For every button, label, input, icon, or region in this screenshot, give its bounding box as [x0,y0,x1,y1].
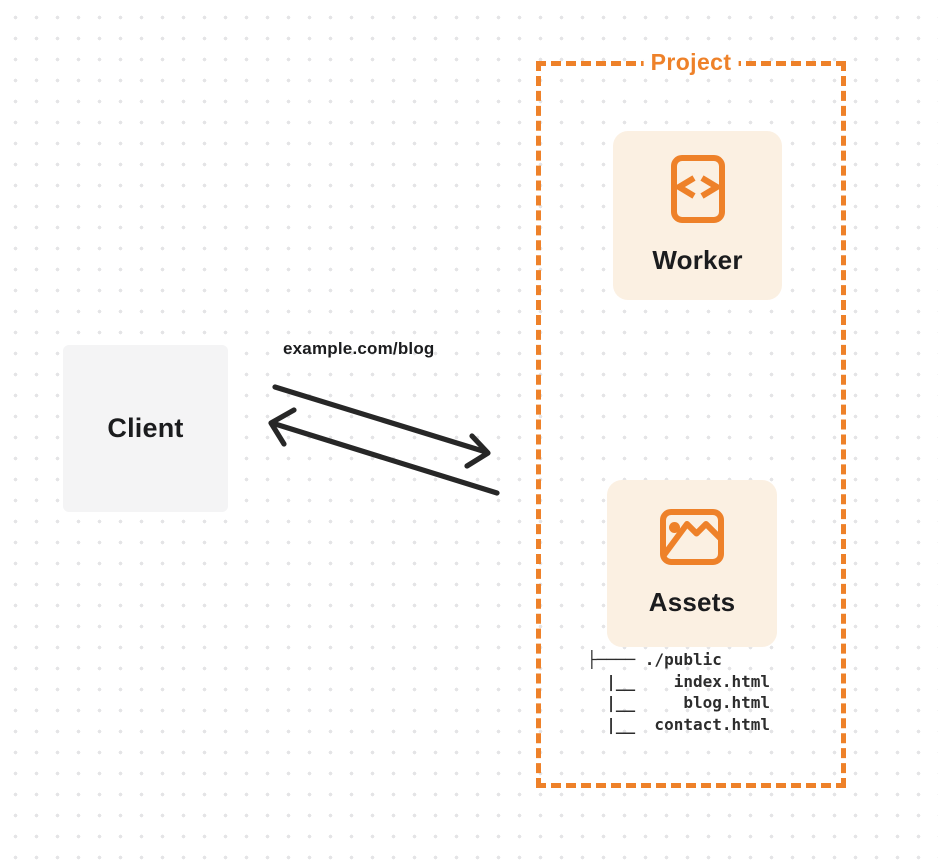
client-label: Client [107,413,184,443]
request-arrowhead-icon [464,433,491,469]
client-box: Client [63,345,228,512]
response-arrowhead-icon [268,407,297,447]
worker-box: Worker [613,131,782,300]
assets-box: Assets [607,480,777,647]
project-container: Project Worker Assets ├──── ./public |__… [536,49,846,788]
worker-label: Worker [652,245,743,275]
file-tree: ├──── ./public |__ index.html |__ blog.h… [587,650,771,734]
request-url-label: example.com/blog [283,339,435,358]
project-title: Project [643,49,739,75]
image-icon [660,509,724,565]
response-arrow-shaft [269,420,500,496]
code-file-icon [670,155,725,223]
assets-label: Assets [648,587,736,617]
request-arrow-shaft [272,384,489,455]
